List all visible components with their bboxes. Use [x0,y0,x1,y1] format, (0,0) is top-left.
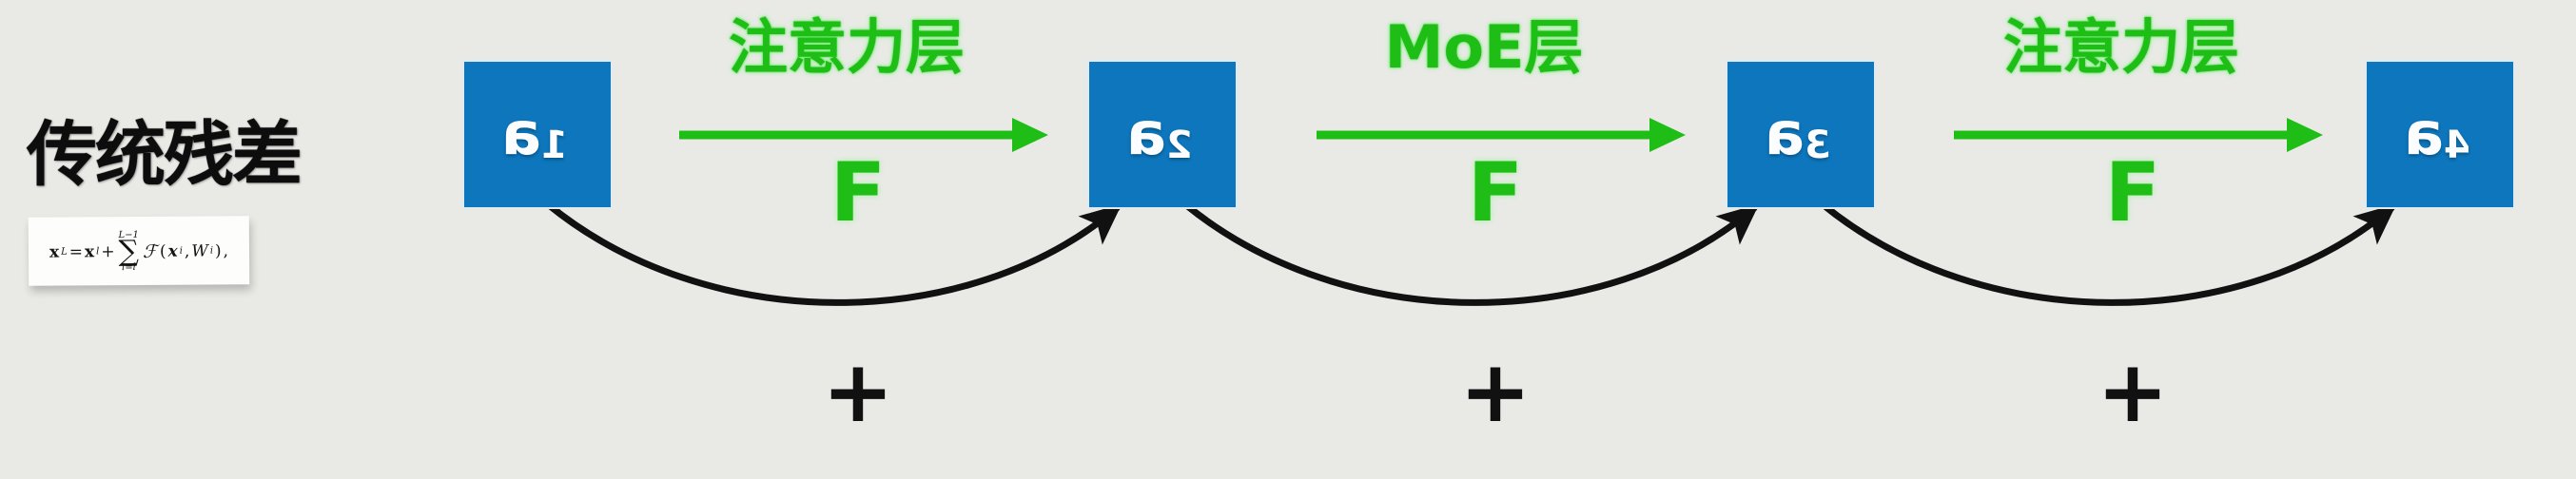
activation-index-a1: 1 [541,124,568,167]
formula-paren-close: ) [214,241,222,261]
activation-box-a2: 2a [1089,62,1236,207]
formula-lhs-var: x [49,242,60,262]
formula-equals: = [68,242,84,262]
sigma-icon: ∑ [118,235,140,269]
formula-comma: , [184,241,190,261]
activation-label-a2: 2a [1126,99,1193,168]
activation-label-a4: 4a [2404,99,2470,168]
formula-arg2-sub: i [209,245,214,257]
formula-function: ℱ [142,240,158,262]
section-title: 传统残差 [27,114,302,196]
layer-label-1: 注意力层 [728,12,965,82]
addition-sign-3: + [2097,342,2169,442]
formula-arg2: W [191,241,208,261]
forward-arrow-2 [1315,116,1686,154]
addition-sign-2: + [1459,342,1532,442]
residual-function-label-3: F [2104,145,2161,240]
formula-lhs-sub: L [61,247,68,259]
formula-arg1-sub: i [179,246,183,258]
activation-box-a1: 1a [464,62,611,207]
residual-function-label-1: F [829,145,887,240]
formula-trailing-comma: , [223,241,229,261]
formula-arg1: x [167,241,178,261]
summation-group: L−1 ∑ i=l [118,230,140,273]
activation-label-a1: 1a [501,99,568,168]
residual-function-label-2: F [1467,145,1524,240]
activation-index-a3: 3 [1805,124,1831,167]
activation-index-a4: 4 [2444,124,2470,167]
layer-label-2: MoE层 [1384,12,1584,82]
formula-rhs-var: x [84,242,95,262]
activation-index-a2: 2 [1166,124,1193,167]
formula-plus: + [101,242,115,262]
addition-sign-1: + [822,342,894,442]
activation-label-a3: 3a [1765,99,1831,168]
sum-lower-limit: i=l [121,261,136,273]
forward-arrow-1 [677,116,1048,154]
activation-box-a4: 4a [2367,62,2513,207]
activation-box-a3: 3a [1727,62,1874,207]
formula-rhs-sub: l [96,246,100,258]
layer-label-3: 注意力层 [2002,12,2239,82]
formula-paren-open: ( [159,241,166,261]
forward-arrow-3 [1952,116,2323,154]
